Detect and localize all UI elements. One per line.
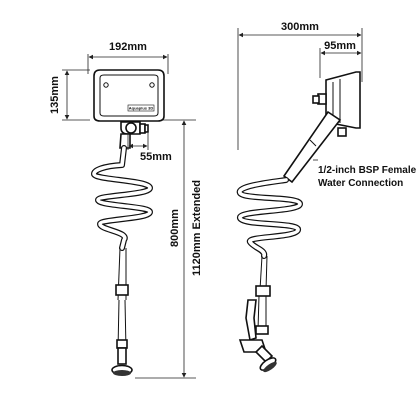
bracket-housing: Aquaplus 3D: [93, 69, 165, 122]
brand-label: Aquaplus 3D: [129, 106, 154, 111]
connection-line1: 1/2-inch BSP Female: [318, 165, 417, 176]
side-view: 300mm 95mm 1/2-inch BSP Female Water Con…: [236, 21, 417, 373]
depth-dimension: 300mm: [237, 21, 363, 150]
side-spray-gun: [238, 255, 277, 373]
hanging-hose: [111, 247, 133, 376]
swing-arm: [282, 110, 342, 184]
connection-line2: Water Connection: [318, 178, 403, 189]
length-dimension: 800mm 1120mm Extended: [135, 119, 203, 379]
swivel-elbow: [119, 121, 149, 149]
side-coiled-hose: [236, 177, 303, 259]
housing-dimension: 95mm: [319, 40, 362, 78]
extended-label: 1120mm Extended: [191, 180, 203, 276]
height-label: 135mm: [49, 76, 61, 114]
front-view: 192mm 135mm Aquaplus 3D: [49, 41, 203, 379]
offset-dimension: 55mm: [127, 133, 172, 163]
height-dimension: 135mm: [49, 69, 90, 121]
side-housing: [312, 71, 361, 137]
housing-label: 95mm: [324, 40, 356, 52]
width-dimension: 192mm: [87, 41, 169, 74]
coiled-hose: [91, 145, 153, 251]
width-label: 192mm: [109, 41, 147, 53]
offset-label: 55mm: [140, 151, 172, 163]
length-label: 800mm: [169, 209, 181, 247]
spray-head: [113, 370, 131, 376]
connection-callout: 1/2-inch BSP Female Water Connection: [313, 159, 417, 189]
depth-label: 300mm: [281, 21, 319, 33]
